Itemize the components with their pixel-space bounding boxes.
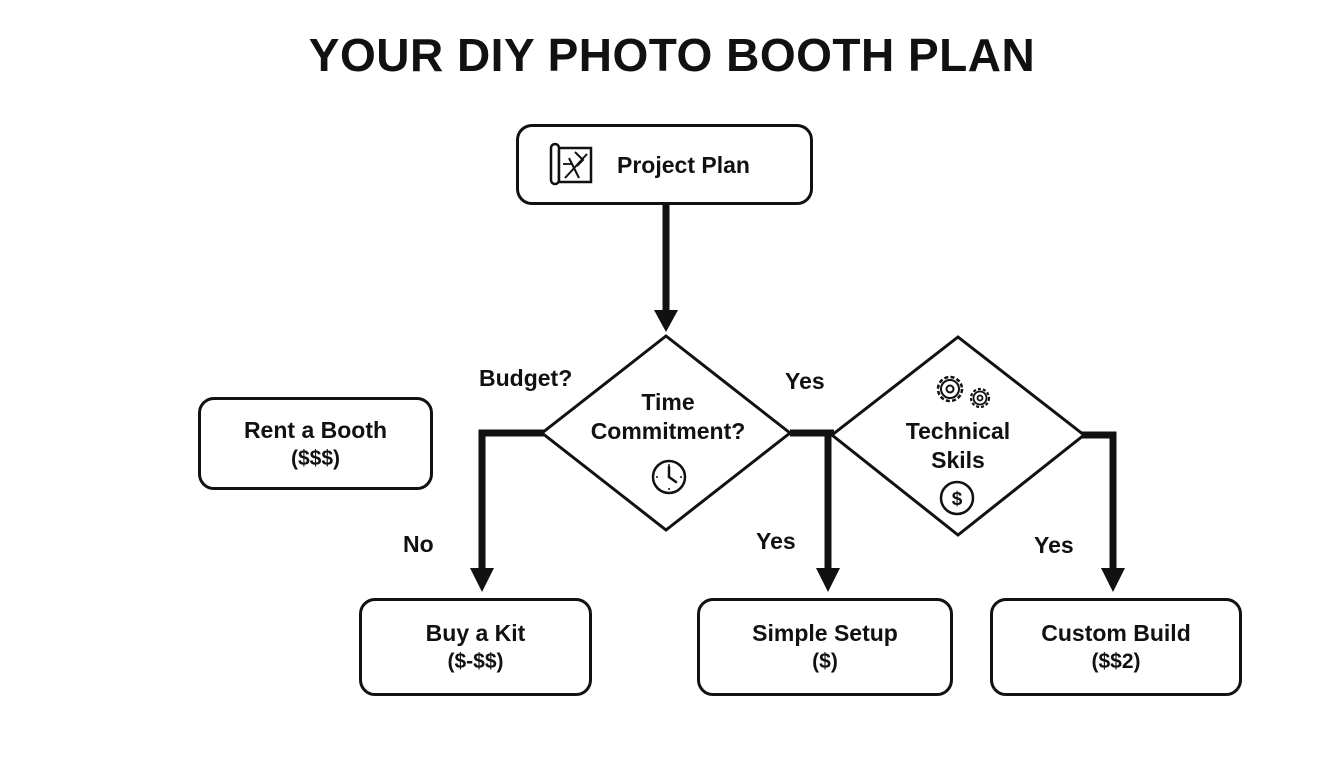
- rent-booth-node: Rent a Booth ($$$): [198, 397, 433, 490]
- arrow-time-to-buy-kit: [470, 429, 544, 592]
- time-commitment-line2: Commitment?: [590, 418, 746, 444]
- arrow-technical-to-custom-build: [1082, 431, 1125, 592]
- buy-kit-label: Buy a Kit: [425, 620, 526, 646]
- edge-label-no: No: [403, 531, 434, 557]
- project-plan-label: Project Plan: [617, 151, 750, 178]
- arrow-plan-to-time: [654, 204, 678, 332]
- time-commitment-label: Time Commitment?: [568, 388, 768, 446]
- clock-icon: [651, 459, 687, 495]
- dollar-coin-icon: $: [939, 480, 975, 516]
- simple-setup-node: Simple Setup ($): [697, 598, 953, 696]
- page-title: YOUR DIY PHOTO BOOTH PLAN: [308, 29, 1036, 81]
- project-plan-node: Project Plan: [516, 124, 813, 205]
- edge-label-yes-middle: Yes: [756, 528, 796, 554]
- custom-build-label: Custom Build: [1041, 620, 1191, 646]
- buy-kit-cost: ($-$$): [447, 650, 504, 673]
- technical-skills-line2: Skils: [931, 447, 985, 473]
- svg-text:$: $: [952, 489, 963, 510]
- buy-kit-node: Buy a Kit ($-$$): [359, 598, 592, 696]
- technical-skills-label: Technical Skils: [878, 417, 1038, 475]
- technical-skills-diamond: [829, 335, 1087, 537]
- gears-icon: [936, 375, 991, 409]
- blueprint-icon: [549, 142, 593, 185]
- rent-booth-cost: ($$$): [290, 446, 341, 470]
- time-commitment-line1: Time: [641, 389, 695, 415]
- edge-label-yes-right: Yes: [1034, 532, 1074, 558]
- technical-skills-line1: Technical: [905, 418, 1011, 444]
- edge-label-yes-top: Yes: [785, 368, 825, 394]
- simple-setup-label: Simple Setup: [752, 620, 898, 646]
- rent-booth-label: Rent a Booth: [243, 416, 388, 443]
- simple-setup-cost: ($): [812, 650, 838, 673]
- custom-build-cost: ($$2): [1091, 650, 1141, 673]
- time-commitment-diamond: [539, 334, 793, 532]
- arrow-to-simple-setup: [792, 429, 840, 592]
- edge-label-budget: Budget?: [479, 365, 573, 391]
- custom-build-node: Custom Build ($$2): [990, 598, 1242, 696]
